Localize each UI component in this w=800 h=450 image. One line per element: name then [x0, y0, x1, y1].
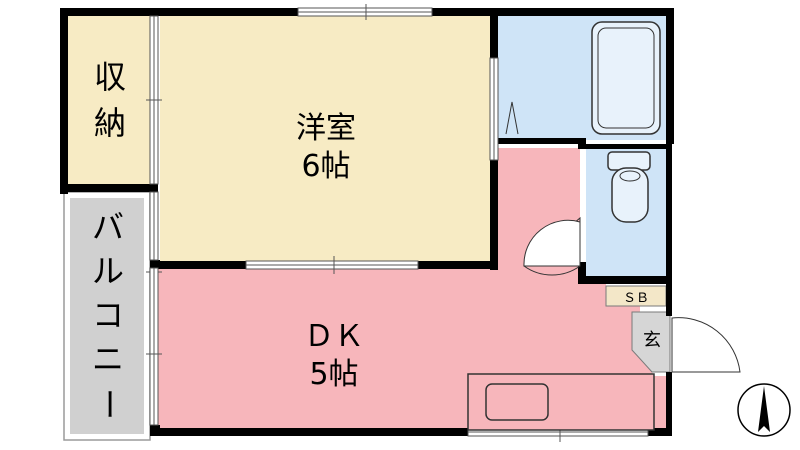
- balcony-inner: [70, 198, 144, 434]
- entrance-label: 玄: [643, 330, 661, 351]
- storage-label-2: 納: [94, 104, 126, 142]
- dk-name: ＤＫ: [304, 319, 364, 354]
- north-arrow-icon: [737, 383, 791, 437]
- doors: [505, 101, 741, 373]
- windows: [146, 4, 649, 442]
- storage-label-1: 収: [94, 58, 126, 96]
- entrance-area: [631, 311, 671, 373]
- balcony-char: バ: [92, 208, 124, 246]
- walls: [60, 8, 674, 436]
- bathtub: [591, 21, 661, 135]
- western-room-name: 洋室: [296, 111, 356, 146]
- dk-area: [158, 148, 666, 432]
- balcony-label: バ ル コ ニ ー: [90, 208, 128, 420]
- storage-area: [68, 14, 154, 184]
- kitchen-counter: [467, 373, 655, 431]
- balcony-char: ニ: [92, 340, 124, 378]
- balcony-char: ー: [90, 388, 128, 420]
- balcony-char: コ: [92, 296, 124, 334]
- dk-size: 5帖: [309, 357, 358, 392]
- balcony-char: ル: [92, 252, 124, 290]
- western-room-size: 6帖: [301, 149, 350, 184]
- toilet-fixture: [607, 151, 651, 223]
- western-room-area: [160, 14, 492, 266]
- shoe-box-label: ＳＢ: [623, 291, 649, 306]
